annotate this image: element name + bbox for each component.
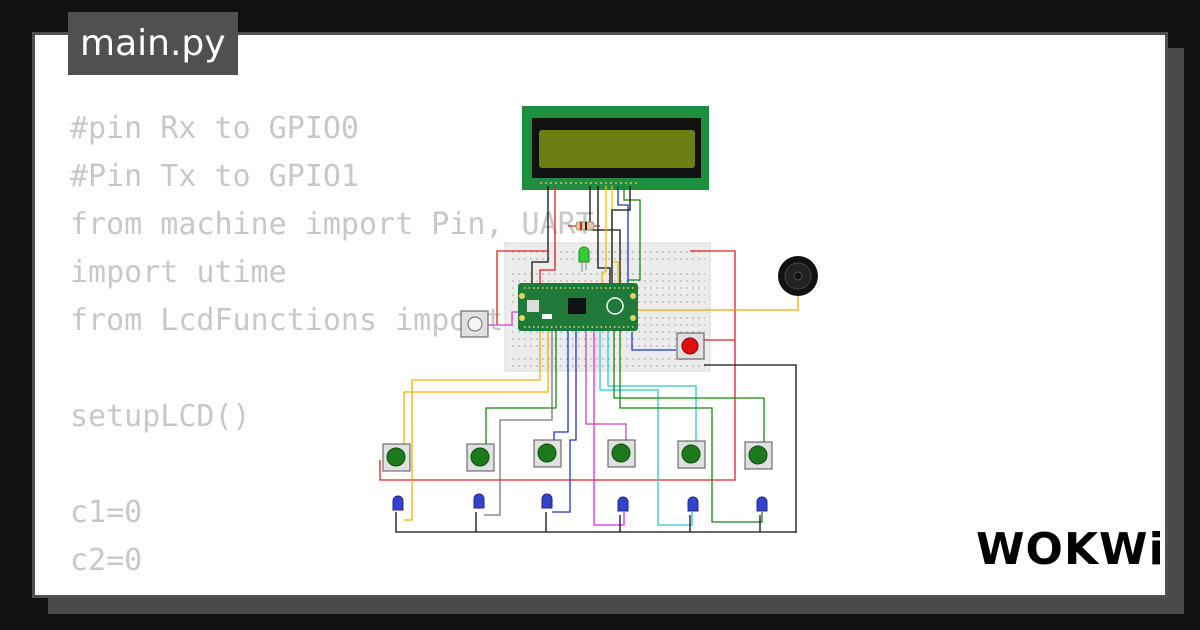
push-button-green-5[interactable] <box>677 440 706 469</box>
push-button-green-2[interactable] <box>466 443 495 472</box>
push-button-green-4[interactable] <box>607 439 636 468</box>
push-button-green-1[interactable] <box>382 443 411 472</box>
push-button-white[interactable] <box>460 310 489 338</box>
code-line: import utime <box>70 255 287 290</box>
code-line: c3=0 <box>70 585 594 595</box>
led-blue-5[interactable] <box>687 496 699 512</box>
led-blue-6[interactable] <box>756 496 768 512</box>
code-line: #Pin Tx to GPIO1 <box>70 159 359 194</box>
led-blue-3[interactable] <box>541 493 553 509</box>
code-line: c1=0 <box>70 495 143 530</box>
buzzer[interactable] <box>778 256 818 296</box>
wires <box>379 186 799 533</box>
raspberry-pi-pico[interactable] <box>518 283 638 331</box>
push-button-green-3[interactable] <box>533 439 562 468</box>
file-tab[interactable]: main.py <box>68 12 238 75</box>
push-button-red[interactable] <box>676 332 705 360</box>
led-blue-1[interactable] <box>392 495 404 511</box>
resistor[interactable] <box>575 221 595 231</box>
code-line: c2=0 <box>70 543 143 578</box>
lcd-display[interactable] <box>522 106 709 190</box>
code-line: setupLCD() <box>70 399 251 434</box>
led-blue-2[interactable] <box>473 493 485 509</box>
led-green[interactable] <box>578 246 590 272</box>
led-blue-4[interactable] <box>617 496 629 512</box>
push-button-green-6[interactable] <box>744 441 773 470</box>
code-line: #pin Rx to GPIO0 <box>70 111 359 146</box>
wokwi-logo: WOKWi <box>976 524 1165 575</box>
